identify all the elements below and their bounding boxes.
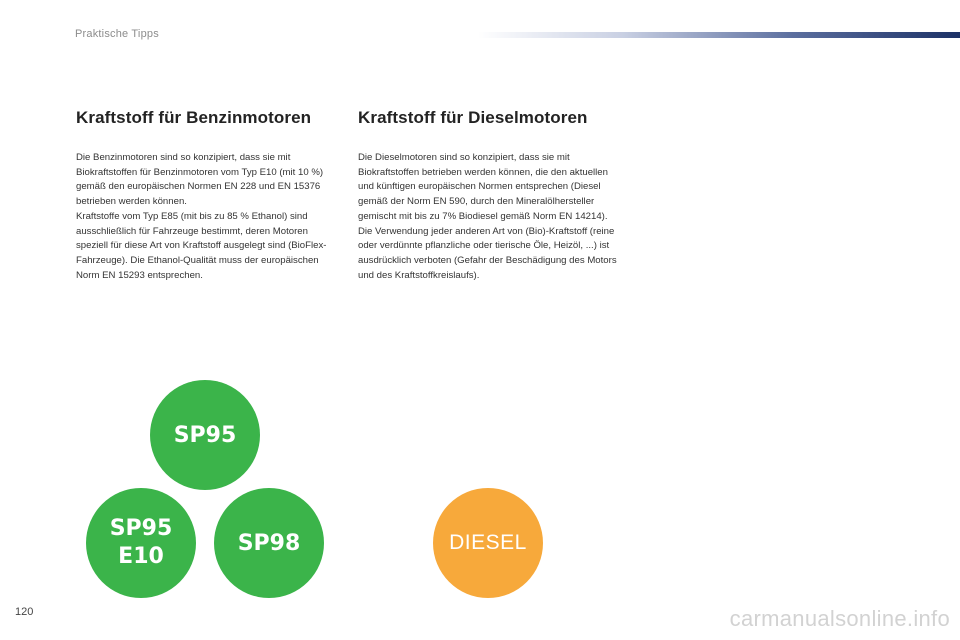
diesel-label-text: DIESEL <box>449 531 527 554</box>
sp95-e10-label-line-2: E10 <box>118 544 164 569</box>
header-gradient-bar <box>478 32 960 38</box>
sp95-label-text: SP95 <box>173 422 237 448</box>
petrol-fuel-heading: Kraftstoff für Benzinmotoren <box>76 108 312 127</box>
sp95-e10-label-line-1: SP95 <box>109 516 173 541</box>
petrol-fuel-section: Kraftstoff für Benzinmotoren Die Benzinm… <box>76 108 341 283</box>
diesel-fuel-section: Kraftstoff für Dieselmotoren Die Dieselm… <box>358 108 620 283</box>
petrol-fuel-paragraph-2: Kraftstoffe vom Typ E85 (mit bis zu 85 %… <box>76 210 327 281</box>
section-title: Praktische Tipps <box>75 28 159 40</box>
sp95-e10-fuel-label: SP95 E10 <box>86 488 196 598</box>
diesel-fuel-paragraph-1: Die Dieselmotoren sind so konzipiert, da… <box>358 152 608 222</box>
sp98-label-text: SP98 <box>237 530 301 556</box>
diesel-fuel-paragraph-2: Die Verwendung jeder anderen Art von (Bi… <box>358 225 617 281</box>
diesel-fuel-label: DIESEL <box>433 488 543 598</box>
diesel-fuel-heading: Kraftstoff für Dieselmotoren <box>358 108 588 127</box>
sp98-fuel-label: SP98 <box>214 488 324 598</box>
sp95-fuel-label: SP95 <box>150 380 260 490</box>
watermark: carmanualsonline.info <box>729 606 950 631</box>
page-number: 120 <box>15 606 34 618</box>
petrol-fuel-paragraph-1: Die Benzinmotoren sind so konzipiert, da… <box>76 152 324 208</box>
